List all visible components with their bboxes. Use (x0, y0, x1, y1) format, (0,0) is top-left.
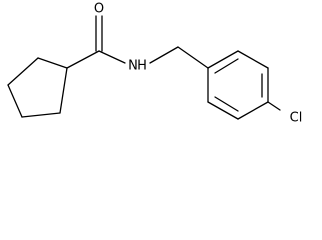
aromatic-bond (237, 50, 269, 69)
aromatic-bond (237, 101, 269, 120)
chlorine-label: Cl (290, 111, 303, 126)
chlorine-bond (267, 101, 281, 111)
aromatic-inner-bond (214, 96, 239, 112)
ring-bond (7, 57, 39, 86)
carbonyl-double-bond (95, 15, 103, 52)
ring-bond (21, 112, 61, 118)
ring-bond (59, 67, 68, 114)
ring-bond (7, 84, 23, 118)
ring-carbonyl-bond (66, 50, 100, 69)
ring-bond (37, 57, 68, 69)
hydrogen-label: H (137, 59, 147, 74)
n-methylene-bond (149, 46, 179, 64)
nitrogen-label: N (128, 59, 138, 74)
amide-bond (98, 50, 126, 64)
cyclopentane-ring (7, 57, 68, 118)
benzene-ring (207, 50, 269, 120)
oxygen-label: O (94, 2, 104, 17)
molecule-structure: O N H Cl (7, 2, 303, 126)
aromatic-bond (207, 50, 239, 69)
aromatic-bond (207, 101, 239, 120)
aromatic-inner-bond (214, 58, 239, 74)
methylene-phenyl-bond (177, 46, 209, 69)
